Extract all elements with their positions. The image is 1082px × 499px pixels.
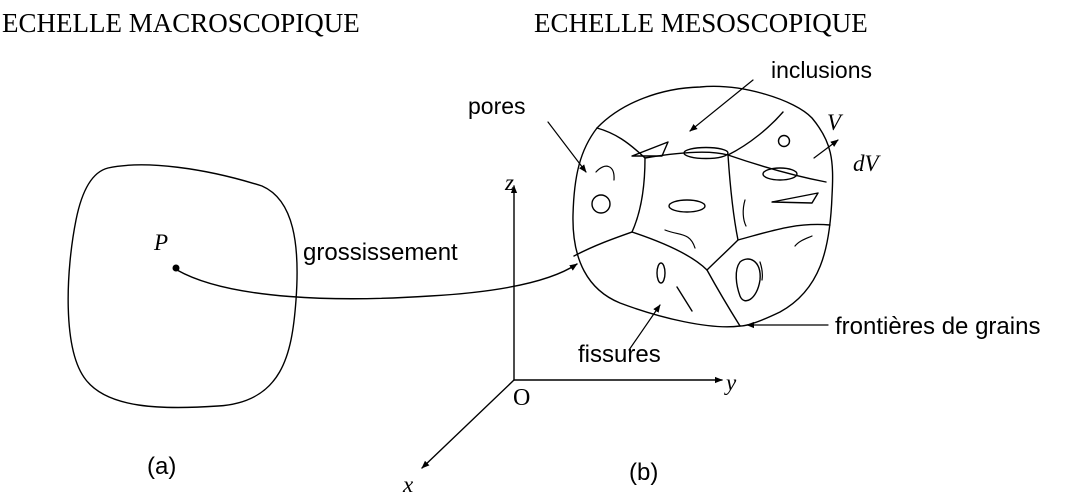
inclusion-ellipse-1 <box>683 146 729 160</box>
x-axis <box>421 379 515 469</box>
origin-label: O <box>513 385 530 411</box>
inclusions-label: inclusions <box>771 57 872 83</box>
fissures-label: fissures <box>578 341 661 368</box>
inclusions <box>631 141 819 302</box>
crack-line <box>676 286 693 312</box>
pores-pointer-arrow <box>547 121 587 173</box>
volume-element-arrow <box>813 139 839 159</box>
pore-circle-1 <box>591 194 611 214</box>
pore-circle-2 <box>777 134 791 148</box>
fissures <box>595 165 813 312</box>
fissures-pointer-arrow <box>628 304 661 351</box>
volume-label: V <box>827 110 844 135</box>
mesoscopic-volume <box>572 85 834 328</box>
inclusion-triangle-1 <box>631 141 669 157</box>
magnification-label: grossissement <box>303 239 458 266</box>
inclusion-triangle-2 <box>771 192 819 204</box>
macroscopic-heading: ECHELLE MACROSCOPIQUE <box>2 8 360 38</box>
grain-boundaries-label: frontières de grains <box>835 313 1040 340</box>
y-axis-label: y <box>724 370 737 395</box>
pores <box>591 134 791 214</box>
inclusion-ellipse-3 <box>762 167 798 181</box>
volume-outline <box>572 85 834 328</box>
macroscopic-body-outline <box>67 164 298 409</box>
inclusion-ellipse-2 <box>668 199 706 213</box>
mesoscopic-heading: ECHELLE MESOSCOPIQUE <box>534 8 868 38</box>
caption-a: (a) <box>147 453 176 480</box>
inclusions-pointer-arrow <box>689 79 754 132</box>
inclusion-small-ellipse <box>656 262 666 284</box>
inclusion-blob <box>735 258 761 302</box>
z-axis-label: z <box>504 170 514 195</box>
caption-b: (b) <box>629 459 658 486</box>
magnification-arrow <box>176 263 578 300</box>
pores-label: pores <box>468 93 526 119</box>
volume-element-label: dV <box>853 151 882 176</box>
x-axis-label: x <box>402 472 414 497</box>
point-p-label: P <box>153 230 168 255</box>
grain-boundaries <box>573 111 831 327</box>
